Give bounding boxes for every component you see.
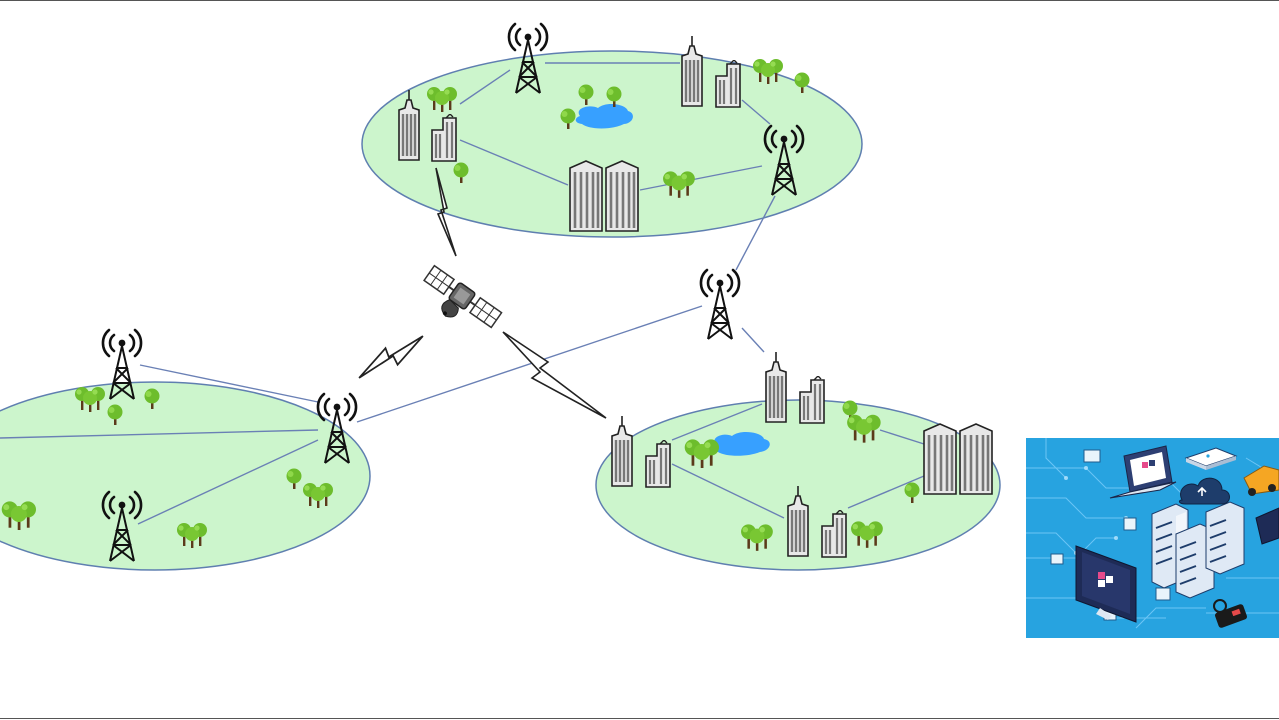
lake-icon bbox=[711, 432, 770, 456]
building-icon bbox=[922, 423, 958, 495]
building-icon bbox=[958, 423, 994, 495]
link bbox=[847, 475, 925, 509]
building-icon bbox=[764, 352, 788, 424]
link bbox=[741, 327, 765, 353]
laptop-icon bbox=[1109, 445, 1177, 499]
wireless-link-top bbox=[435, 167, 457, 257]
link bbox=[671, 403, 763, 441]
lightning-link-icon bbox=[502, 331, 607, 419]
building-icon bbox=[798, 376, 826, 424]
link bbox=[356, 305, 703, 423]
car-icon bbox=[1243, 465, 1279, 496]
link bbox=[879, 429, 925, 445]
network-links bbox=[0, 62, 925, 525]
link bbox=[139, 364, 319, 403]
wireless-link-right bbox=[502, 331, 607, 419]
link bbox=[459, 139, 569, 186]
building-icon bbox=[610, 416, 634, 488]
building-icon bbox=[604, 160, 640, 232]
monitor-icon bbox=[1075, 545, 1137, 623]
cell-tower-icon bbox=[699, 268, 741, 340]
cloud-icon bbox=[1178, 477, 1230, 505]
router-icon bbox=[1184, 447, 1238, 470]
link bbox=[459, 69, 511, 105]
building-icon bbox=[568, 160, 604, 232]
cloud-datacenter-illustration bbox=[1026, 438, 1279, 638]
lightning-link-icon bbox=[358, 334, 424, 380]
bottom-border bbox=[0, 718, 1279, 719]
link bbox=[0, 429, 319, 439]
satellite-icon bbox=[423, 264, 503, 329]
building-icon bbox=[680, 36, 704, 108]
link bbox=[735, 195, 776, 271]
lightning-link-icon bbox=[435, 167, 457, 257]
server-rack-icon bbox=[1151, 501, 1245, 599]
link bbox=[741, 99, 771, 125]
cloud-datacenter-art bbox=[1026, 438, 1279, 638]
lake-icon bbox=[575, 104, 633, 129]
link bbox=[639, 165, 763, 191]
tablet-icon bbox=[1255, 507, 1279, 545]
link bbox=[671, 463, 785, 519]
camera-icon bbox=[1213, 599, 1247, 628]
link bbox=[137, 439, 319, 525]
left-region bbox=[0, 381, 371, 571]
top-border bbox=[0, 0, 1279, 1]
